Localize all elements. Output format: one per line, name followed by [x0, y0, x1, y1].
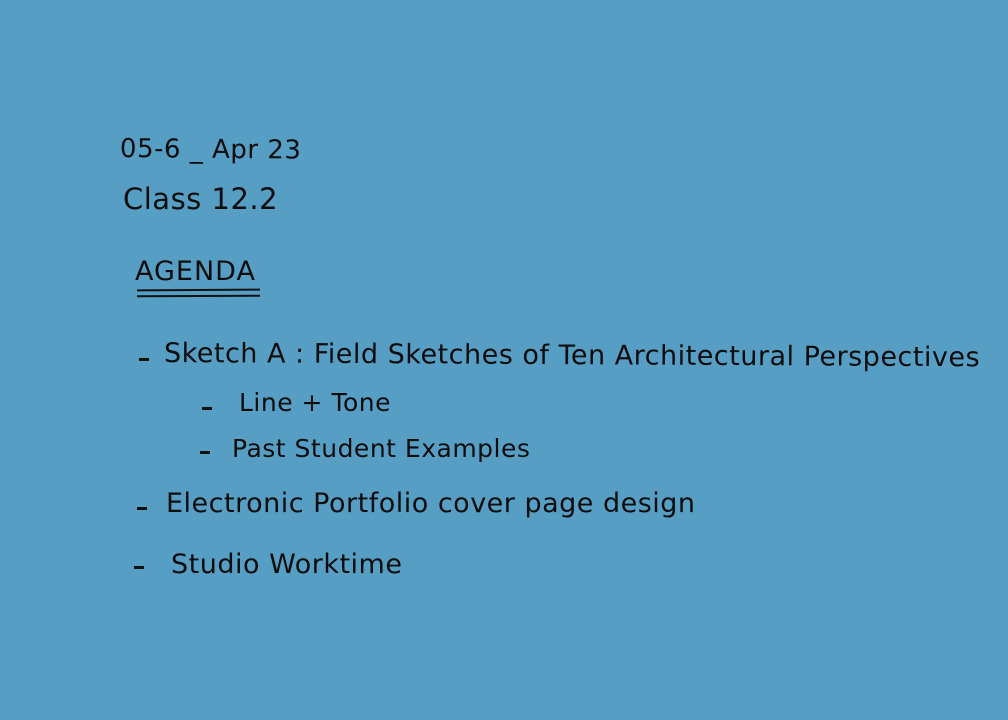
bullet-dash-item-1 [139, 358, 149, 361]
agenda-underline-2 [136, 294, 261, 298]
bullet-dash-item-2 [137, 507, 147, 510]
bullet-dash-item-3 [134, 566, 144, 569]
agenda-subitem-line-tone: Line + Tone [239, 388, 391, 417]
bullet-dash-subitem-2 [200, 451, 210, 454]
agenda-subitem-past-examples: Past Student Examples [232, 434, 531, 463]
agenda-item-portfolio-cover: Electronic Portfolio cover page design [166, 488, 696, 519]
class-label: Class 12.2 [123, 182, 279, 216]
agenda-heading: AGENDA [135, 256, 256, 287]
agenda-item-sketch-a: Sketch A : Field Sketches of Ten Archite… [163, 338, 981, 374]
agenda-item-studio-worktime: Studio Worktime [171, 549, 403, 580]
date-line: 05-6 _ Apr 23 [119, 134, 302, 166]
bullet-dash-subitem-1 [202, 407, 212, 410]
agenda-underline-1 [136, 288, 261, 292]
